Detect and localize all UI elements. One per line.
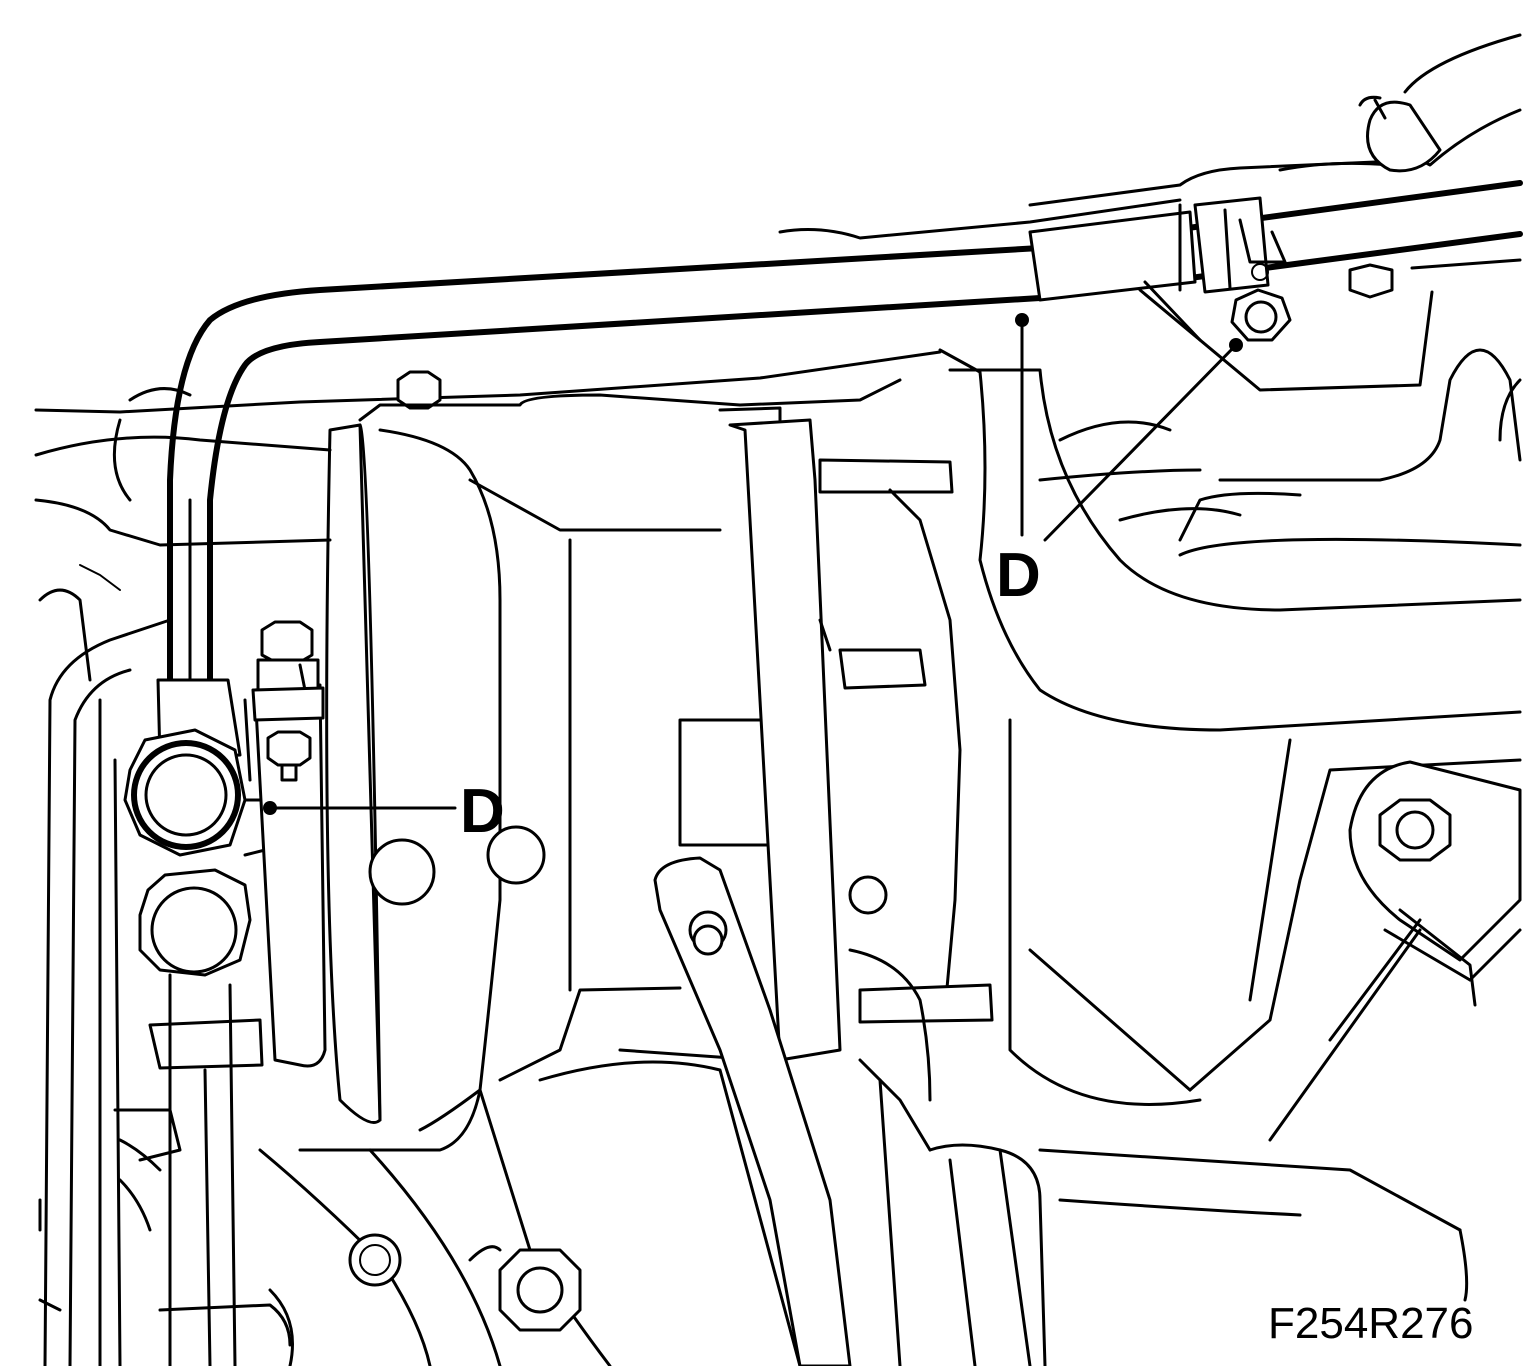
pipe-clamp	[1028, 196, 1522, 392]
leader-dot	[1229, 338, 1243, 352]
callout-leaders	[263, 313, 1243, 815]
leader-dot	[1015, 313, 1029, 327]
central-housing	[298, 370, 994, 1152]
figure-code: F254R276	[1268, 1299, 1473, 1348]
callout-label-lower: D	[460, 777, 505, 846]
fuel-pipe	[167, 180, 1523, 687]
leader-dot	[263, 801, 277, 815]
left-components	[38, 588, 182, 1366]
right-lower-bracket	[1268, 760, 1522, 1142]
banjo-fitting	[123, 678, 294, 1366]
lower-assembly	[258, 856, 1469, 1366]
engine-panel-right	[938, 348, 1522, 1106]
top-right-hose	[1358, 33, 1522, 173]
bleed-screw	[243, 620, 327, 1068]
callout-label-upper: D	[996, 541, 1041, 610]
